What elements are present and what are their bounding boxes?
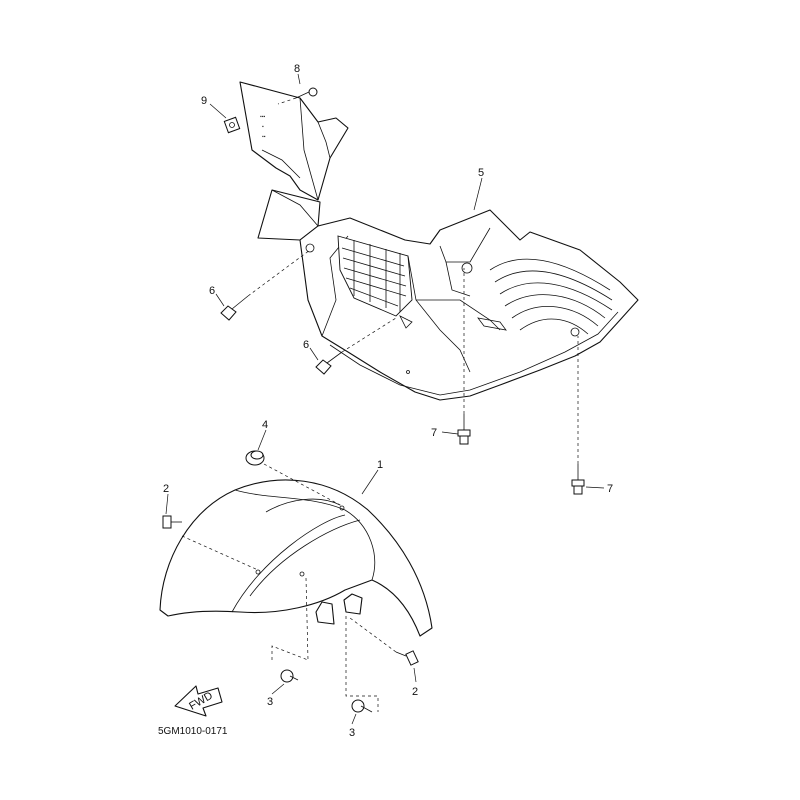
callout-3-right: 3 [349, 727, 355, 739]
screw-8-icon [295, 87, 318, 99]
callout-5: 5 [478, 167, 484, 179]
fwd-arrow-icon: FWD [174, 685, 223, 717]
callout-6-upper: 6 [209, 285, 215, 297]
bolt-6-lower-icon [315, 351, 343, 375]
vent-grille [337, 235, 413, 317]
callout-8: 8 [294, 63, 300, 75]
bolt-3-right-icon [351, 699, 373, 713]
svg-text:▪▪▪: ▪▪▪ [260, 114, 266, 120]
bolt-7-center-icon [457, 414, 471, 445]
bolt-2-right-icon [395, 650, 419, 666]
callout-2-left: 2 [163, 483, 169, 495]
callout-numbers: 8 9 5 6 6 7 7 4 1 2 2 3 3 [163, 63, 613, 739]
callout-3-left: 3 [267, 696, 273, 708]
bolt-7-right-icon [571, 464, 585, 495]
svg-text:▪▪: ▪▪ [262, 134, 266, 140]
catalog-code: 5GM1010-0171 [158, 726, 228, 737]
grommet-4-icon [245, 450, 265, 466]
callout-1: 1 [377, 459, 383, 471]
callout-6-lower: 6 [303, 339, 309, 351]
callout-9: 9 [201, 95, 207, 107]
callout-2-right: 2 [412, 686, 418, 698]
assembly-lines [181, 97, 579, 712]
footrest-board-part: ▪▪▪ ▪ ▪▪ [239, 81, 639, 401]
bolt-2-left-icon [162, 515, 182, 529]
callout-7-right: 7 [607, 483, 613, 495]
bolt-3-left-icon [280, 669, 299, 683]
bolt-6-upper-icon [220, 295, 249, 321]
svg-text:▪: ▪ [262, 124, 264, 130]
callout-7-center: 7 [431, 427, 437, 439]
nut-9-icon [223, 116, 241, 134]
callout-leaders [165, 73, 605, 725]
front-fender-part [159, 479, 433, 637]
callout-4: 4 [262, 419, 268, 431]
